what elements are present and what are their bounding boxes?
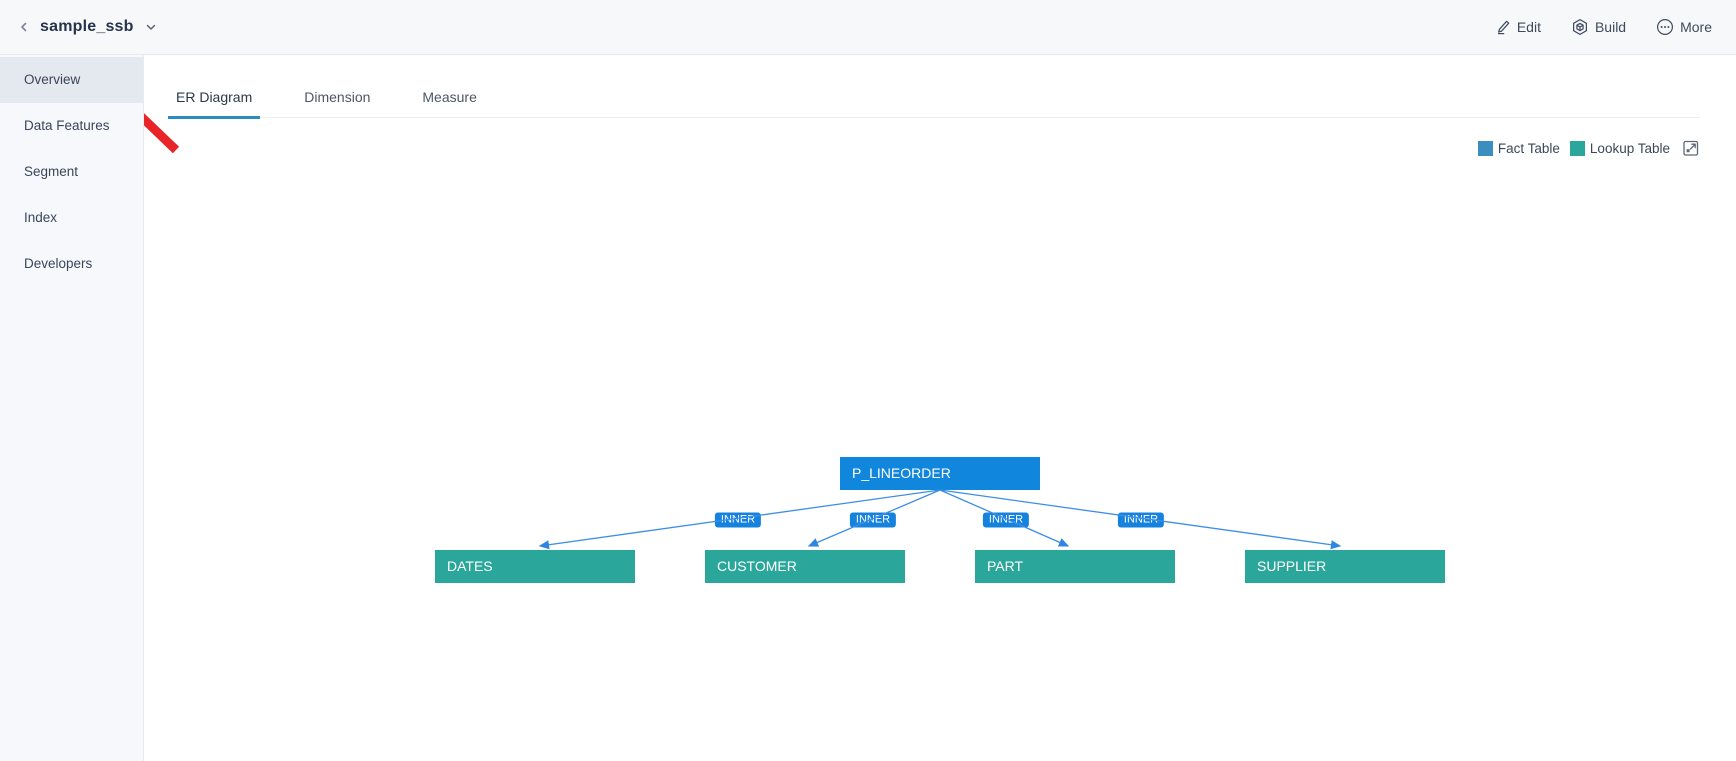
header-actions: Edit Build More <box>1495 18 1712 36</box>
sidebar-item-developers[interactable]: Developers <box>24 256 93 271</box>
lookup-table-label: Lookup Table <box>1589 140 1670 156</box>
lookup-table-node-part[interactable]: PART <box>975 550 1175 583</box>
more-button[interactable]: More <box>1656 18 1712 36</box>
pencil-icon <box>1495 19 1511 35</box>
more-label: More <box>1680 19 1712 35</box>
edit-button[interactable]: Edit <box>1495 19 1541 35</box>
header-left: sample_ssb <box>16 18 158 36</box>
tab-bar: ER Diagram Dimension Measure <box>168 55 1700 119</box>
sidebar: Overview Data Features Segment Index Dev… <box>0 55 144 761</box>
build-label: Build <box>1594 19 1627 35</box>
lookup-table-node-customer[interactable]: CUSTOMER <box>705 550 905 583</box>
join-badge-part[interactable]: INNER <box>982 512 1030 528</box>
fact-table-node[interactable]: P_LINEORDER <box>840 457 1040 490</box>
fact-table-swatch <box>1477 140 1493 156</box>
diagram-legend: Fact Table Lookup Table <box>1477 139 1700 157</box>
fullscreen-expand-icon[interactable] <box>1682 139 1700 157</box>
lookup-table-node-dates[interactable]: DATES <box>435 550 635 583</box>
header: sample_ssb Edit Build <box>0 0 1736 55</box>
sidebar-item-overview[interactable]: Overview <box>0 57 143 103</box>
sidebar-item-segment[interactable]: Segment <box>24 164 79 179</box>
main-content: ER Diagram Dimension Measure Fact Table … <box>144 55 1736 761</box>
fact-table-label: Fact Table <box>1497 140 1560 156</box>
chevron-down-icon[interactable] <box>144 20 158 34</box>
lookup-table-node-supplier[interactable]: SUPPLIER <box>1245 550 1445 583</box>
legend-fact-table: Fact Table <box>1477 140 1560 156</box>
join-badge-customer[interactable]: INNER <box>849 512 897 528</box>
tab-er-diagram[interactable]: ER Diagram <box>168 89 261 119</box>
tab-measure[interactable]: Measure <box>422 89 477 105</box>
sidebar-item-data-features[interactable]: Data Features <box>24 118 110 133</box>
sidebar-item-index[interactable]: Index <box>24 210 58 225</box>
lookup-table-swatch <box>1569 140 1585 156</box>
page-title: sample_ssb <box>40 18 134 35</box>
join-badge-dates[interactable]: INNER <box>714 512 762 528</box>
build-button[interactable]: Build <box>1571 18 1626 36</box>
build-cube-icon <box>1571 18 1589 36</box>
ellipsis-circle-icon <box>1656 18 1674 36</box>
tab-dimension[interactable]: Dimension <box>304 89 371 105</box>
legend-lookup-table: Lookup Table <box>1569 140 1670 156</box>
join-badge-supplier[interactable]: INNER <box>1117 512 1165 528</box>
back-icon[interactable] <box>16 19 32 35</box>
edit-label: Edit <box>1516 19 1541 35</box>
